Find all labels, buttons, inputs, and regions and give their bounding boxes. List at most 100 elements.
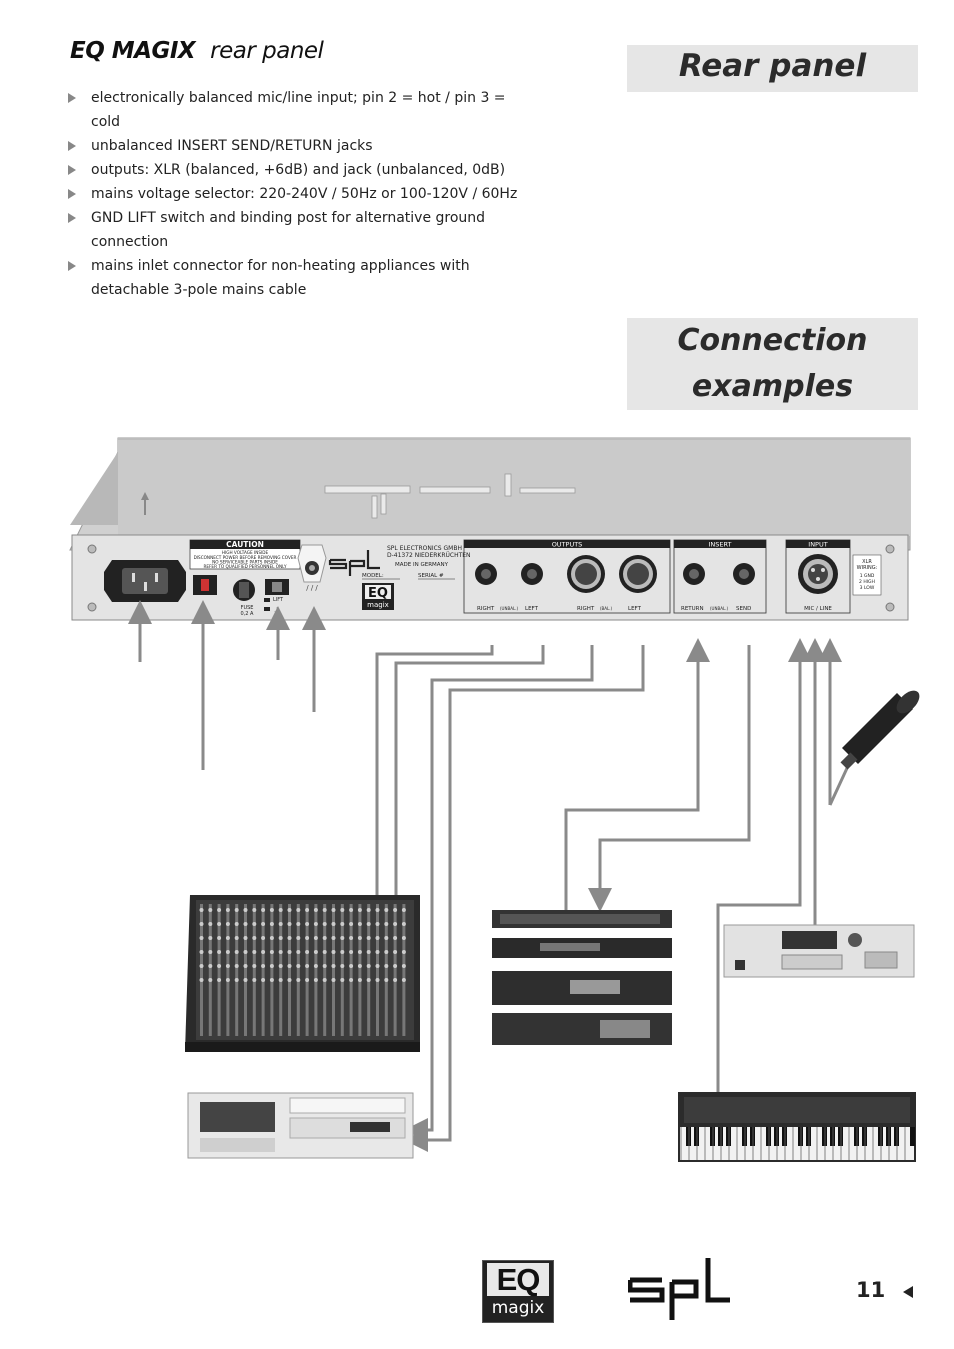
keyboard-synth-icon bbox=[678, 1092, 916, 1162]
mixer-knob bbox=[296, 978, 301, 982]
made-in-label: MADE IN GERMANY bbox=[395, 562, 449, 568]
mixer-knob bbox=[349, 908, 354, 912]
heading-line: examples bbox=[691, 369, 854, 404]
mixer-knob bbox=[340, 936, 345, 940]
mixer-knob bbox=[261, 978, 266, 982]
mixer-knob bbox=[357, 936, 362, 940]
channel-strip bbox=[367, 904, 371, 1036]
mixer-knob bbox=[305, 936, 310, 940]
xlr-wiring-label: XLR bbox=[862, 559, 872, 565]
mixer-knob bbox=[305, 978, 310, 982]
mixer-knob bbox=[269, 978, 274, 982]
outputs-label: OUTPUTS bbox=[552, 541, 583, 549]
mixer-knob bbox=[366, 922, 371, 926]
badge-magix: magix bbox=[367, 601, 389, 609]
mixer-knob bbox=[252, 978, 257, 982]
mixer-knob bbox=[234, 950, 239, 954]
black-key bbox=[686, 1127, 691, 1146]
mixer-knob bbox=[287, 964, 292, 968]
mixer-knob bbox=[217, 964, 222, 968]
mixer-knob bbox=[340, 922, 345, 926]
mixer-knob bbox=[366, 936, 371, 940]
mixer-knob bbox=[199, 950, 204, 954]
mixer-knob bbox=[225, 936, 230, 940]
mixer-knob bbox=[217, 908, 222, 912]
channel-strip bbox=[393, 904, 397, 1036]
company-name: SPL ELECTRONICS GMBH bbox=[387, 545, 462, 552]
signal-cables bbox=[128, 600, 842, 1152]
page-number: 11 bbox=[856, 1278, 886, 1302]
mixer-knob bbox=[252, 950, 257, 954]
mixer-knob bbox=[296, 908, 301, 912]
top-logo-emboss bbox=[324, 473, 576, 519]
list-item: mains voltage selector: 220-240V / 50Hz … bbox=[68, 182, 538, 206]
output-label: RIGHT bbox=[577, 606, 595, 612]
mixer-knob bbox=[313, 936, 318, 940]
mixer-knob bbox=[384, 922, 389, 926]
channel-strip bbox=[235, 904, 239, 1036]
mixer-knob bbox=[375, 950, 380, 954]
mixer-knob bbox=[208, 978, 213, 982]
input-label: INPUT bbox=[808, 541, 827, 549]
mixer-knob bbox=[331, 950, 336, 954]
title-sub: rear panel bbox=[210, 38, 324, 64]
mixer-knob bbox=[199, 936, 204, 940]
mixer-knob bbox=[305, 950, 310, 954]
cable-to-recorder bbox=[404, 645, 645, 1152]
insert-section: INSERT RETURN (UNBAL.) SEND bbox=[673, 539, 767, 614]
black-key bbox=[766, 1127, 771, 1146]
mixer-knob bbox=[287, 908, 292, 912]
mixer-knob bbox=[322, 950, 327, 954]
output-label: (BAL.) bbox=[600, 606, 613, 611]
black-key bbox=[726, 1127, 731, 1146]
black-key bbox=[894, 1127, 899, 1146]
black-key bbox=[878, 1127, 883, 1146]
heading-line: Connection bbox=[677, 323, 868, 358]
input-section: INPUT MIC / LINE XLR WIRING: 1 GND 2 HIG… bbox=[785, 539, 882, 614]
channel-strip bbox=[340, 904, 344, 1036]
microphone-icon bbox=[828, 690, 920, 806]
mixer-knob bbox=[349, 922, 354, 926]
svg-text:⊥: ⊥ bbox=[274, 606, 280, 614]
list-item: mains inlet connector for non-heating ap… bbox=[68, 254, 538, 302]
mixer-knob bbox=[269, 908, 274, 912]
mixer-knob bbox=[261, 922, 266, 926]
triangle-bullet-icon bbox=[68, 93, 76, 103]
title-main: EQ MAGIX bbox=[70, 38, 196, 64]
badge-eq: EQ bbox=[368, 586, 388, 601]
xlr-pin-label: 2 HIGH bbox=[859, 579, 875, 585]
mixer-knob bbox=[322, 936, 327, 940]
mixer-knob bbox=[243, 922, 248, 926]
mixer-knob bbox=[278, 908, 283, 912]
mixer-knob bbox=[199, 978, 204, 982]
triangle-bullet-icon bbox=[68, 261, 76, 271]
mixer-knob bbox=[225, 964, 230, 968]
mixer-knob bbox=[269, 936, 274, 940]
insert-label: INSERT bbox=[708, 541, 731, 549]
return-cable bbox=[564, 638, 710, 910]
mixer-knob bbox=[393, 964, 398, 968]
mixer-knob bbox=[243, 978, 248, 982]
list-item: electronically balanced mic/line input; … bbox=[68, 86, 538, 134]
black-key bbox=[750, 1127, 755, 1146]
black-key bbox=[798, 1127, 803, 1146]
mixer-knob bbox=[234, 922, 239, 926]
channel-strip bbox=[305, 904, 309, 1036]
mixer-knob bbox=[217, 936, 222, 940]
channel-strip bbox=[323, 904, 327, 1036]
rack-unit: CAUTION HIGH VOLTAGE INSIDE DISCONNECT P… bbox=[69, 437, 911, 621]
mixer-knob bbox=[401, 978, 406, 982]
outputs-section: OUTPUTS RIGHT (UNBAL.) LEFT RIGHT (BAL.)… bbox=[463, 539, 671, 614]
mixer-knob bbox=[331, 936, 336, 940]
caution-label: CAUTION HIGH VOLTAGE INSIDE DISCONNECT P… bbox=[189, 539, 301, 570]
mixer-knob bbox=[313, 978, 318, 982]
mixer-knob bbox=[252, 964, 257, 968]
black-key bbox=[718, 1127, 723, 1146]
mixer-knob bbox=[296, 950, 301, 954]
mixer-knob bbox=[393, 936, 398, 940]
mixer-knob bbox=[322, 908, 327, 912]
mixer-knob bbox=[208, 922, 213, 926]
spl-logo-panel bbox=[328, 550, 380, 576]
mixer-knob bbox=[296, 922, 301, 926]
logo-eq-text: EQ bbox=[487, 1263, 549, 1296]
